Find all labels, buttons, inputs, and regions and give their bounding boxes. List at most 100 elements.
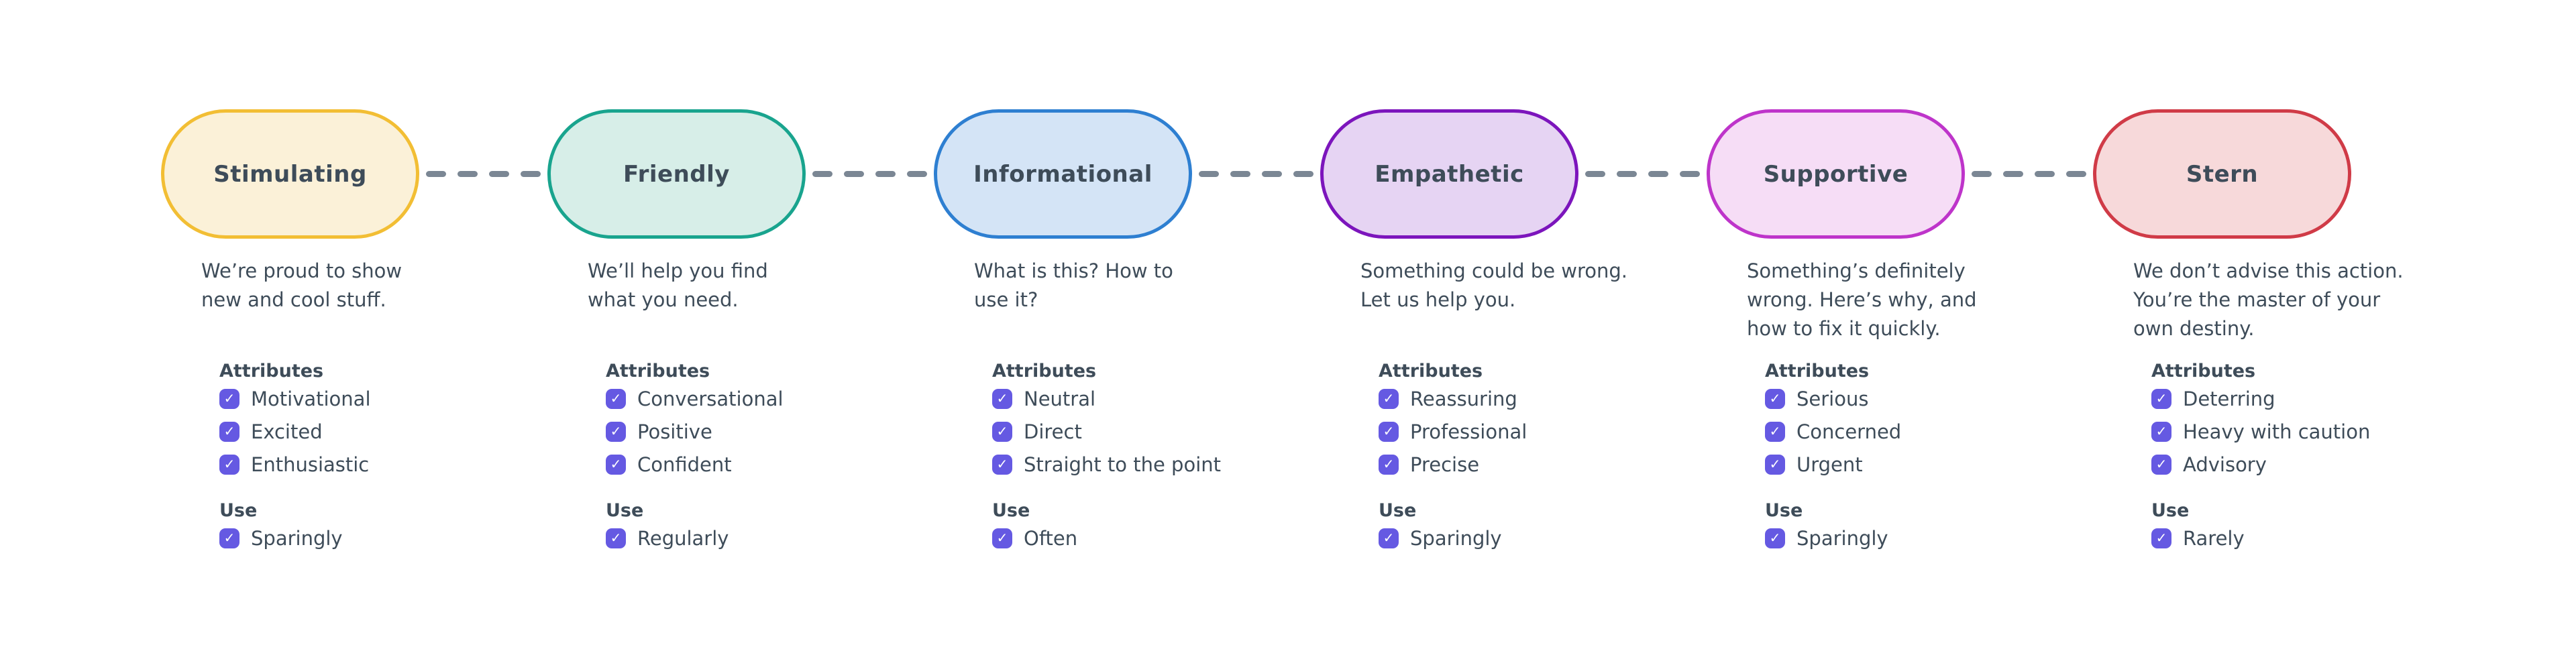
checkbox-checked[interactable]: ✓ bbox=[606, 455, 626, 475]
checkbox-checked[interactable]: ✓ bbox=[1765, 422, 1785, 442]
use-item: ✓ Often bbox=[992, 527, 1314, 550]
attribute-item: ✓ Serious bbox=[1765, 388, 2087, 410]
connector-dash bbox=[1262, 171, 1282, 177]
tone-column-empathetic: Empathetic Something could be wrong. Let… bbox=[1320, 0, 1707, 649]
attribute-label: Serious bbox=[1796, 388, 1869, 410]
connector-dash bbox=[2003, 171, 2023, 177]
checkmark-icon: ✓ bbox=[610, 456, 622, 472]
checkmark-icon: ✓ bbox=[996, 456, 1008, 472]
checkbox-checked[interactable]: ✓ bbox=[1379, 422, 1399, 442]
tone-column-stern: Stern We don’t advise this action. You’r… bbox=[2093, 0, 2479, 649]
attribute-item: ✓ Positive bbox=[606, 420, 928, 443]
checkbox-checked[interactable]: ✓ bbox=[2151, 528, 2171, 548]
use-section: Use ✓ Rarely bbox=[2151, 500, 2473, 561]
checkbox-checked[interactable]: ✓ bbox=[1765, 528, 1785, 548]
checkbox-checked[interactable]: ✓ bbox=[219, 455, 239, 475]
checkbox-checked[interactable]: ✓ bbox=[1379, 455, 1399, 475]
tone-pill-label: Informational bbox=[973, 160, 1152, 188]
checkbox-checked[interactable]: ✓ bbox=[606, 389, 626, 409]
connector-dash bbox=[844, 171, 864, 177]
use-item: ✓ Sparingly bbox=[1379, 527, 1701, 550]
checkbox-checked[interactable]: ✓ bbox=[1379, 389, 1399, 409]
checkmark-icon: ✓ bbox=[996, 390, 1008, 406]
checkbox-checked[interactable]: ✓ bbox=[2151, 389, 2171, 409]
connector-dash bbox=[521, 171, 541, 177]
checkmark-icon: ✓ bbox=[2155, 530, 2167, 546]
attribute-label: Precise bbox=[1410, 453, 1480, 476]
checkbox-checked[interactable]: ✓ bbox=[992, 528, 1012, 548]
tone-pill-label: Stimulating bbox=[213, 160, 367, 188]
attribute-item: ✓ Precise bbox=[1379, 453, 1701, 476]
checkbox-checked[interactable]: ✓ bbox=[992, 455, 1012, 475]
checkmark-icon: ✓ bbox=[2155, 390, 2167, 406]
tone-pill: Stimulating bbox=[161, 109, 419, 239]
checkbox-checked[interactable]: ✓ bbox=[606, 528, 626, 548]
connector-dashed-line bbox=[426, 171, 541, 177]
use-section: Use ✓ Often bbox=[992, 500, 1314, 561]
tone-column-friendly: Friendly We’ll help you find what you ne… bbox=[547, 0, 934, 649]
checkmark-icon: ✓ bbox=[1769, 530, 1781, 546]
attribute-item: ✓ Motivational bbox=[219, 388, 541, 410]
checkmark-icon: ✓ bbox=[223, 456, 235, 472]
attribute-item: ✓ Reassuring bbox=[1379, 388, 1701, 410]
checkbox-checked[interactable]: ✓ bbox=[1765, 389, 1785, 409]
attribute-item: ✓ Conversational bbox=[606, 388, 928, 410]
use-label: Sparingly bbox=[1410, 527, 1502, 550]
connector-dash bbox=[426, 171, 446, 177]
checkbox-checked[interactable]: ✓ bbox=[992, 389, 1012, 409]
use-label: Sparingly bbox=[1796, 527, 1888, 550]
checkmark-icon: ✓ bbox=[1383, 423, 1395, 439]
connector-dash bbox=[812, 171, 833, 177]
tone-description: We’re proud to show new and cool stuff. bbox=[201, 259, 402, 311]
checkbox-checked[interactable]: ✓ bbox=[606, 422, 626, 442]
attributes-heading: Attributes bbox=[992, 361, 1097, 381]
connector-dash bbox=[458, 171, 478, 177]
checkbox-checked[interactable]: ✓ bbox=[2151, 422, 2171, 442]
checkmark-icon: ✓ bbox=[996, 530, 1008, 546]
use-heading: Use bbox=[1765, 500, 1803, 521]
attribute-item: ✓ Straight to the point bbox=[992, 453, 1314, 476]
tone-description: Something’s definitely wrong. Here’s why… bbox=[1747, 259, 1977, 340]
checkbox-checked[interactable]: ✓ bbox=[219, 389, 239, 409]
checkbox-checked[interactable]: ✓ bbox=[219, 528, 239, 548]
connector-dash bbox=[875, 171, 896, 177]
use-heading: Use bbox=[606, 500, 644, 521]
attributes-section: Attributes ✓ Deterring ✓ Heavy with caut… bbox=[2151, 361, 2473, 487]
attribute-label: Advisory bbox=[2183, 453, 2267, 476]
attribute-item: ✓ Enthusiastic bbox=[219, 453, 541, 476]
checkmark-icon: ✓ bbox=[1769, 390, 1781, 406]
attributes-heading: Attributes bbox=[606, 361, 710, 381]
checkmark-icon: ✓ bbox=[1383, 530, 1395, 546]
connector-dash bbox=[1972, 171, 1992, 177]
checkbox-checked[interactable]: ✓ bbox=[2151, 455, 2171, 475]
connector-dash bbox=[1617, 171, 1637, 177]
tone-column-stimulating: Stimulating We’re proud to show new and … bbox=[161, 0, 547, 649]
attribute-label: Deterring bbox=[2183, 388, 2275, 410]
use-section: Use ✓ Regularly bbox=[606, 500, 928, 561]
checkbox-checked[interactable]: ✓ bbox=[219, 422, 239, 442]
tone-pill: Informational bbox=[934, 109, 1192, 239]
attribute-label: Motivational bbox=[251, 388, 371, 410]
tone-pill-label: Friendly bbox=[623, 160, 730, 188]
connector-dash bbox=[2066, 171, 2086, 177]
attribute-label: Direct bbox=[1024, 420, 1082, 443]
checkbox-checked[interactable]: ✓ bbox=[1765, 455, 1785, 475]
attribute-label: Urgent bbox=[1796, 453, 1863, 476]
use-label: Sparingly bbox=[251, 527, 343, 550]
tone-pill-label: Supportive bbox=[1763, 160, 1909, 188]
attribute-label: Reassuring bbox=[1410, 388, 1517, 410]
checkmark-icon: ✓ bbox=[996, 423, 1008, 439]
attribute-item: ✓ Confident bbox=[606, 453, 928, 476]
checkbox-checked[interactable]: ✓ bbox=[992, 422, 1012, 442]
checkmark-icon: ✓ bbox=[1383, 456, 1395, 472]
connector-dash bbox=[1680, 171, 1700, 177]
connector-dash bbox=[489, 171, 509, 177]
tone-pill-label: Stern bbox=[2186, 160, 2259, 188]
attribute-label: Excited bbox=[251, 420, 323, 443]
attribute-item: ✓ Urgent bbox=[1765, 453, 2087, 476]
attribute-item: ✓ Direct bbox=[992, 420, 1314, 443]
checkbox-checked[interactable]: ✓ bbox=[1379, 528, 1399, 548]
attribute-label: Professional bbox=[1410, 420, 1527, 443]
attributes-section: Attributes ✓ Motivational ✓ Excited ✓ En… bbox=[219, 361, 541, 487]
